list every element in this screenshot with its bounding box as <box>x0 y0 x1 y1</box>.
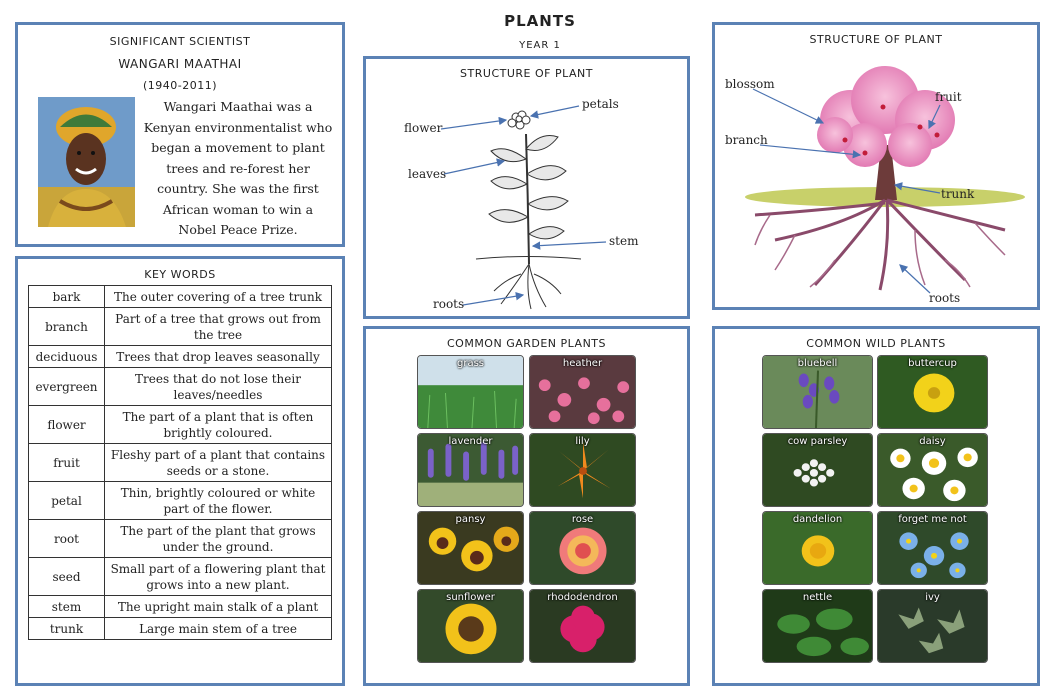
plant-photo-forget-me-not: forget me not <box>877 511 988 585</box>
plant-caption: lily <box>575 436 590 447</box>
label-roots: roots <box>433 297 465 311</box>
plant-photo-buttercup: buttercup <box>877 355 988 429</box>
keyword-term: seed <box>28 557 105 596</box>
plant-photo-cow-parsley: cow parsley <box>762 433 873 507</box>
plant-caption: sunflower <box>446 592 495 603</box>
garden-plants-heading: COMMON GARDEN PLANTS <box>446 337 606 350</box>
scientist-bio: Wangari Maathai was a Kenyan environment… <box>143 99 333 237</box>
page-title: PLANTS <box>504 12 576 30</box>
keyword-term: branch <box>28 307 105 346</box>
keyword-definition: Thin, brightly coloured or white part of… <box>104 481 332 520</box>
label-fruit: fruit <box>935 90 962 104</box>
wild-plants-heading: COMMON WILD PLANTS <box>806 337 946 350</box>
plant-photo-rose: rose <box>529 511 636 585</box>
plant-caption: bluebell <box>797 358 838 369</box>
plant-photo-daisy: daisy <box>877 433 988 507</box>
plant-caption: heather <box>562 358 603 369</box>
structure-tree-heading: STRUCTURE OF PLANT <box>809 33 943 46</box>
keyword-definition: The part of the plant that grows under t… <box>104 519 332 558</box>
plant-photo-bluebell: bluebell <box>762 355 873 429</box>
plant-photo-lily: lily <box>529 433 636 507</box>
keyword-term: deciduous <box>28 345 105 368</box>
plant-photo-sunflower: sunflower <box>417 589 524 663</box>
keyword-term: petal <box>28 481 105 520</box>
keyword-definition: The upright main stalk of a plant <box>104 595 332 618</box>
structure-plant-heading: STRUCTURE OF PLANT <box>460 67 593 80</box>
scientist-portrait <box>38 97 135 227</box>
keyword-term: stem <box>28 595 105 618</box>
keyword-definition: The part of a plant that is often bright… <box>104 405 332 444</box>
label-blossom: blossom <box>725 77 775 91</box>
plant-caption: rose <box>571 514 594 525</box>
keyword-term: trunk <box>28 617 105 640</box>
keyword-definition: Fleshy part of a plant that contains see… <box>104 443 332 482</box>
keyword-definition: Trees that do not lose their leaves/need… <box>104 367 332 406</box>
key-words-heading: KEY WORDS <box>144 268 216 281</box>
structure-plant-panel: STRUCTURE OF PLANT <box>363 56 690 319</box>
plant-photo-nettle: nettle <box>762 589 873 663</box>
wild-plants-panel: COMMON WILD PLANTS bluebell buttercup cow … <box>712 326 1040 686</box>
label-stem: stem <box>609 234 639 248</box>
label-leaves: leaves <box>408 167 447 181</box>
label-roots-tree: roots <box>929 291 961 305</box>
keyword-definition: Trees that drop leaves seasonally <box>104 345 332 368</box>
plant-caption: buttercup <box>908 358 957 369</box>
keyword-term: bark <box>28 285 105 308</box>
plant-photo-dandelion: dandelion <box>762 511 873 585</box>
keyword-definition: Small part of a flowering plant that gro… <box>104 557 332 596</box>
keyword-term: evergreen <box>28 367 105 406</box>
plant-caption: dandelion <box>792 514 843 525</box>
plant-caption: grass <box>456 358 484 369</box>
garden-plants-panel: COMMON GARDEN PLANTS grass heather lavende… <box>363 326 690 686</box>
scientist-heading: SIGNIFICANT SCIENTIST <box>109 35 251 48</box>
plant-caption: ivy <box>925 592 940 603</box>
plant-photo-pansy: pansy <box>417 511 524 585</box>
plant-caption: rhododendron <box>547 592 618 603</box>
plant-photo-lavender: lavender <box>417 433 524 507</box>
page-subtitle: YEAR 1 <box>519 40 561 51</box>
plant-photo-ivy: ivy <box>877 589 988 663</box>
plant-diagram <box>440 105 607 310</box>
keyword-definition: Part of a tree that grows out from the t… <box>104 307 332 346</box>
label-petals: petals <box>582 97 619 111</box>
structure-tree-panel: STRUCTURE OF PLANT <box>712 22 1040 310</box>
keyword-definition: Large main stem of a tree <box>104 617 332 640</box>
keyword-term: flower <box>28 405 105 444</box>
label-branch: branch <box>725 133 768 147</box>
label-trunk: trunk <box>941 187 975 201</box>
keyword-term: root <box>28 519 105 558</box>
tree-diagram <box>745 66 1025 294</box>
plant-caption: cow parsley <box>787 436 848 447</box>
scientist-name: WANGARI MAATHAI <box>118 57 242 71</box>
plant-caption: pansy <box>455 514 486 525</box>
plant-photo-heather: heather <box>529 355 636 429</box>
plant-caption: nettle <box>802 592 833 603</box>
keyword-definition: The outer covering of a tree trunk <box>104 285 332 308</box>
scientist-panel: SIGNIFICANT SCIENTIST WANGARI MAATHAI (1… <box>15 22 345 247</box>
plant-caption: forget me not <box>898 514 967 525</box>
plant-caption: daisy <box>919 436 946 447</box>
plant-caption: lavender <box>448 436 493 447</box>
scientist-dates: (1940-2011) <box>142 79 218 92</box>
plant-photo-rhododendron: rhododendron <box>529 589 636 663</box>
plant-photo-grass: grass <box>417 355 524 429</box>
label-flower: flower <box>404 121 443 135</box>
keyword-term: fruit <box>28 443 105 482</box>
